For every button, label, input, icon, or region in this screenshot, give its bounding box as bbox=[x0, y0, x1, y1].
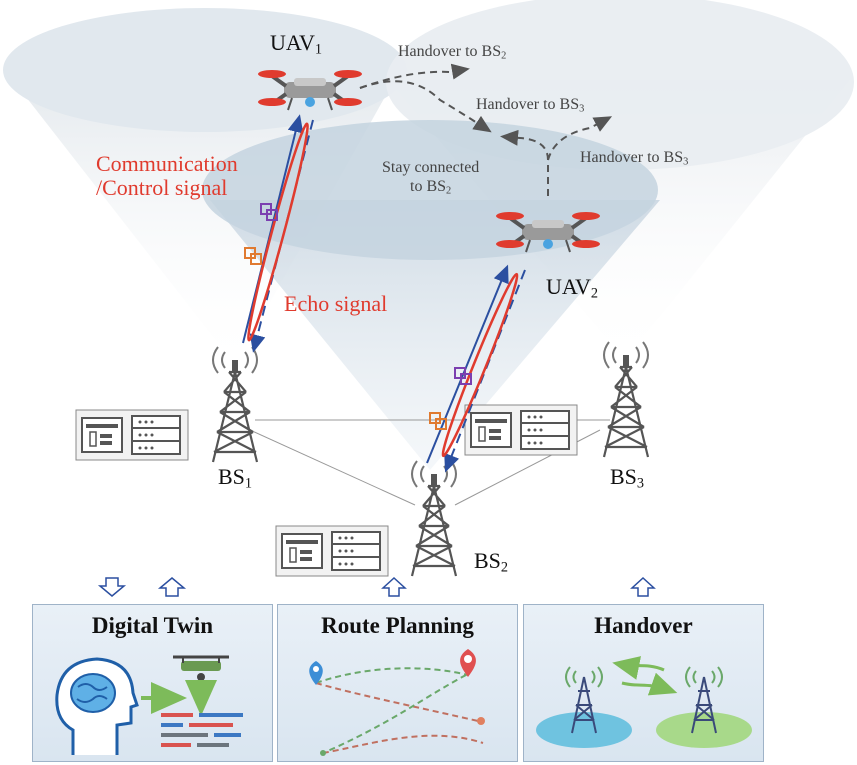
bs2-label: BS2 bbox=[474, 548, 509, 576]
handover-paths bbox=[359, 63, 613, 196]
waypoint-icon bbox=[477, 717, 485, 725]
digital-twin-illustration bbox=[55, 655, 243, 755]
handover-panel: Handover bbox=[523, 604, 764, 762]
tower-icon bbox=[685, 666, 723, 734]
link-uav1-bs1 bbox=[242, 114, 314, 353]
handover-illustration bbox=[536, 656, 752, 748]
up-arrow-icon bbox=[630, 576, 656, 597]
digital-twin-title: Digital Twin bbox=[91, 613, 214, 638]
start-pin-icon bbox=[309, 661, 323, 685]
down-arrow-icon bbox=[97, 577, 127, 597]
packet-icon bbox=[244, 203, 278, 265]
stay-connected-label: Stay connected to BS2 bbox=[382, 159, 480, 197]
server-box-bs2 bbox=[275, 525, 389, 577]
uav1-label: UAV1 bbox=[270, 30, 322, 58]
echo-signal-label: Echo signal bbox=[284, 291, 388, 316]
handover-label-bs3-upper: Handover to BS3 bbox=[476, 96, 585, 115]
route-planning-illustration bbox=[309, 649, 485, 756]
tower-icon bbox=[565, 666, 603, 734]
handover-title: Handover bbox=[594, 613, 693, 638]
interface-arrows bbox=[97, 576, 656, 597]
packet-icon bbox=[429, 367, 472, 430]
up-arrow-icon bbox=[381, 576, 407, 597]
brain-head-icon bbox=[55, 657, 139, 755]
handover-label-bs3-lower: Handover to BS3 bbox=[580, 149, 689, 168]
bs2-tower-icon bbox=[410, 459, 458, 578]
handover-label-bs2: Handover to BS2 bbox=[398, 43, 507, 62]
destination-pin-icon bbox=[460, 649, 476, 677]
swap-arrows-icon bbox=[612, 656, 678, 696]
route-planning-title: Route Planning bbox=[321, 613, 474, 638]
server-box-bs1 bbox=[75, 409, 189, 461]
bs1-label: BS1 bbox=[218, 464, 253, 492]
bs3-tower-icon bbox=[602, 340, 650, 459]
coverage-disc-green bbox=[656, 712, 752, 748]
route-planning-panel: Route Planning bbox=[277, 604, 518, 762]
communication-signal-label: Communication /Control signal bbox=[96, 151, 238, 201]
coverage-disc-blue bbox=[536, 712, 632, 748]
server-box-bs3 bbox=[464, 404, 578, 456]
bs1-tower-icon bbox=[211, 345, 259, 464]
link-uav2-bs2 bbox=[426, 264, 526, 473]
data-lines-icon bbox=[161, 713, 243, 747]
bs3-label: BS3 bbox=[610, 464, 645, 492]
digital-twin-panel: Digital Twin bbox=[32, 604, 273, 762]
up-arrow-icon bbox=[157, 577, 187, 597]
drone-icon bbox=[173, 655, 229, 681]
uav2-label: UAV2 bbox=[546, 274, 598, 302]
waypoint-icon bbox=[320, 750, 326, 756]
